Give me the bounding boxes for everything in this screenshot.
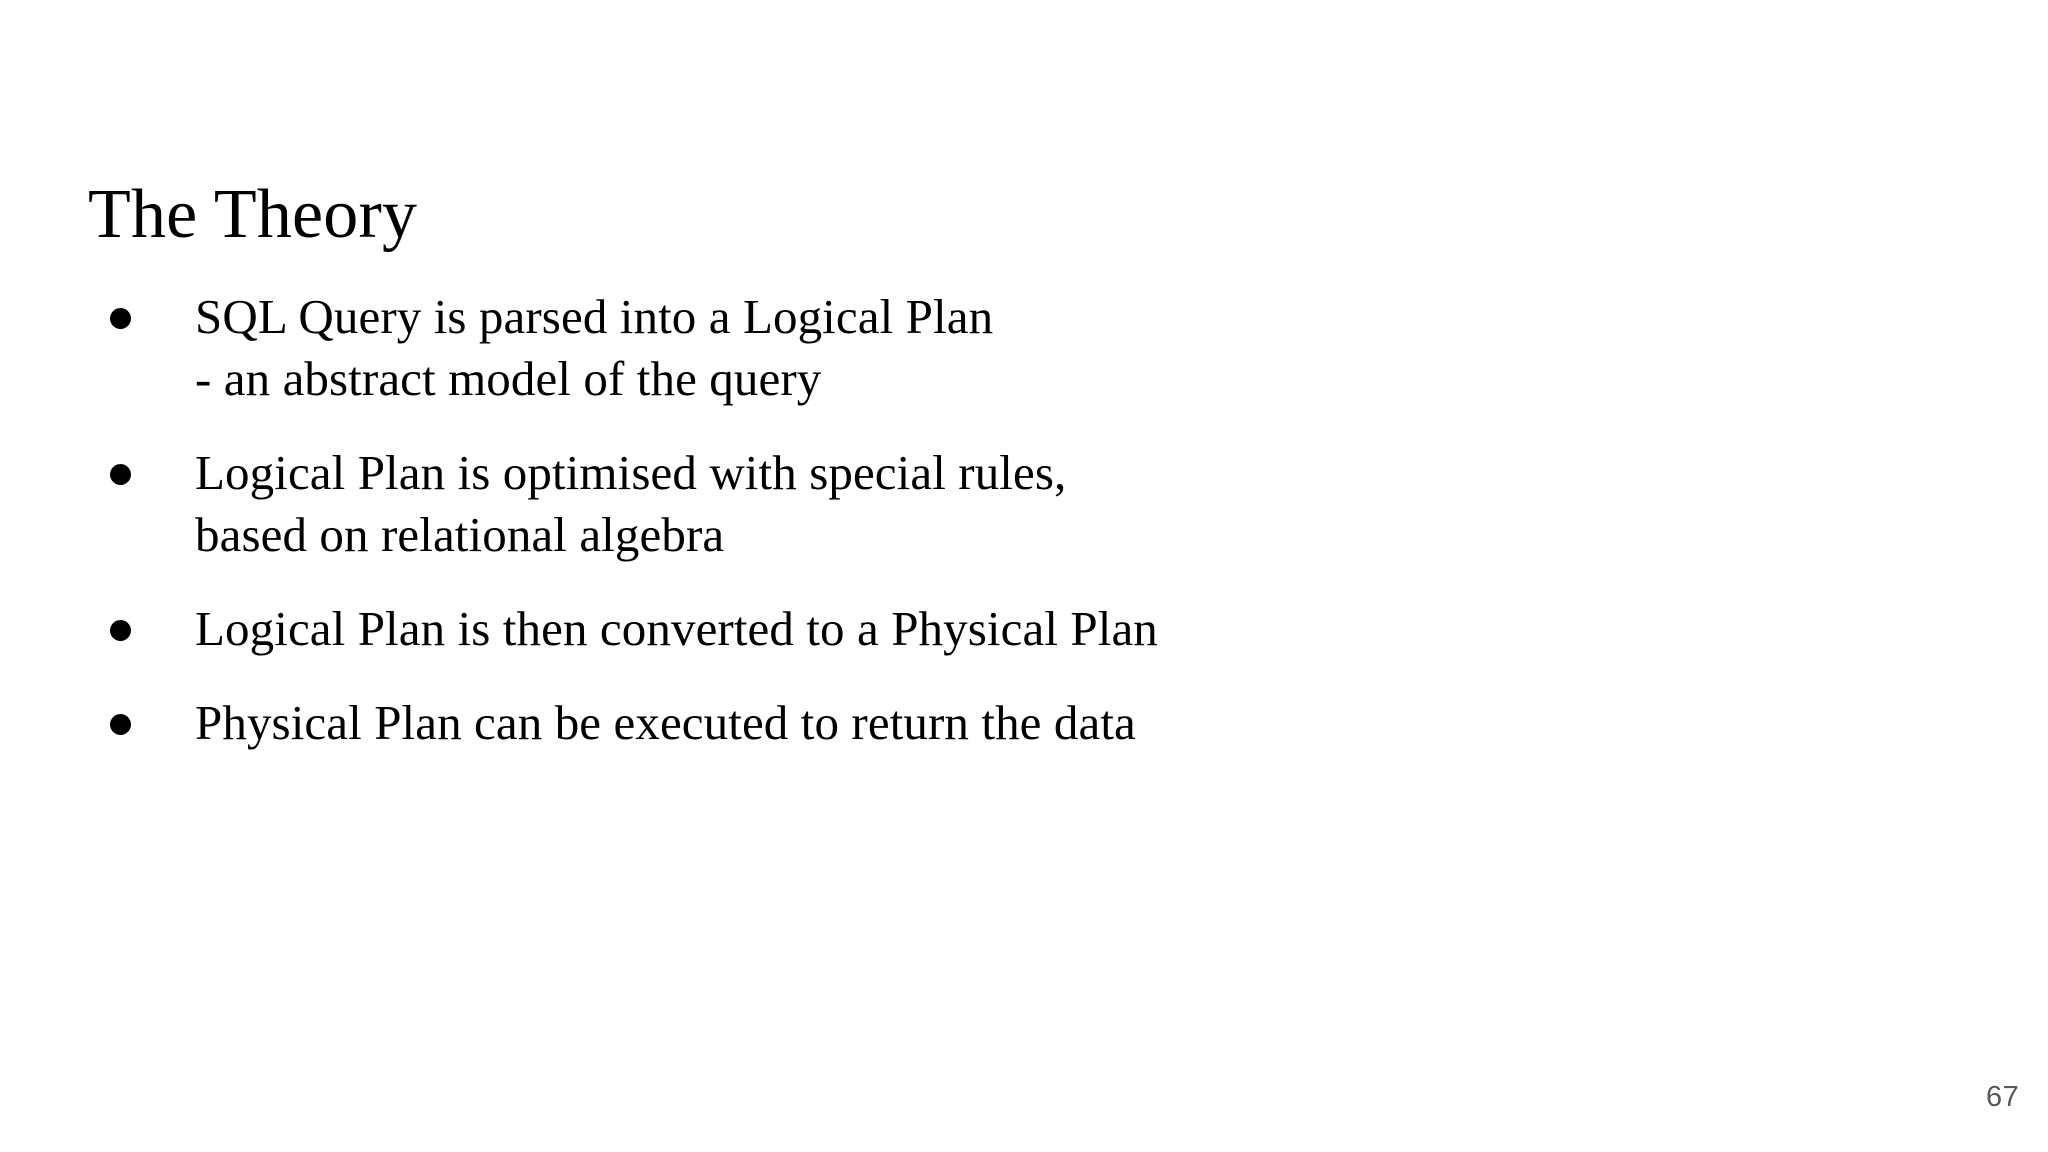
bullet-marker (96, 442, 195, 504)
bullet-text: Logical Plan is then converted to a Phys… (195, 598, 1796, 660)
bullet-dot-icon (110, 464, 131, 485)
bullet-dot-icon (110, 620, 131, 641)
bullet-text: SQL Query is parsed into a Logical Plan … (195, 286, 1796, 410)
bullet-dot-icon (110, 714, 131, 735)
bullet-line: based on relational algebra (195, 507, 725, 562)
bullet-text: Logical Plan is optimised with special r… (195, 442, 1796, 566)
bullet-item: SQL Query is parsed into a Logical Plan … (96, 286, 1796, 410)
bullet-list: SQL Query is parsed into a Logical Plan … (96, 286, 1796, 754)
bullet-marker (96, 692, 195, 754)
bullet-line: SQL Query is parsed into a Logical Plan (195, 289, 994, 344)
bullet-text: Physical Plan can be executed to return … (195, 692, 1796, 754)
bullet-item: Logical Plan is then converted to a Phys… (96, 598, 1796, 660)
bullet-item: Logical Plan is optimised with special r… (96, 442, 1796, 566)
bullet-item: Physical Plan can be executed to return … (96, 692, 1796, 754)
bullet-dot-icon (110, 308, 131, 329)
bullet-line: Logical Plan is then converted to a Phys… (195, 601, 1158, 656)
bullet-line: Logical Plan is optimised with special r… (195, 445, 1067, 500)
bullet-marker (96, 286, 195, 348)
bullet-line: - an abstract model of the query (195, 351, 822, 406)
slide-title: The Theory (88, 175, 418, 253)
bullet-marker (96, 598, 195, 660)
page-number: 67 (1986, 1081, 2020, 1113)
bullet-line: Physical Plan can be executed to return … (195, 695, 1136, 750)
